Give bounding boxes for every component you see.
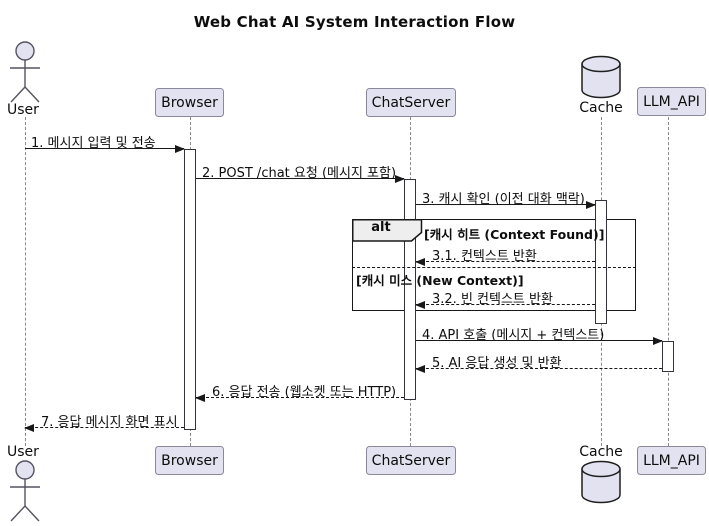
message-3-arrow [416, 201, 596, 209]
alt-pentagon-icon [352, 219, 423, 242]
participant-llm-api-top: LLM_API [637, 87, 706, 116]
participant-browser-top: Browser [155, 88, 224, 117]
alt-keyword: alt [371, 220, 391, 235]
message-5-label: 5. AI 응답 생성 및 반환 [432, 356, 562, 371]
participant-browser-label: Browser [161, 452, 218, 469]
cache-database-icon [581, 460, 621, 504]
message-1-label: 1. 메시지 입력 및 전송 [31, 136, 156, 151]
participant-chatserver-label: ChatServer [371, 94, 451, 111]
message-6-arrow [195, 394, 404, 402]
alt-fragment-divider [352, 267, 636, 268]
user-actor-icon [10, 460, 40, 522]
message-7-label: 7. 응답 메시지 화면 표시 [41, 415, 178, 430]
message-1-arrow [25, 145, 185, 153]
message-2-arrow [196, 175, 405, 183]
participant-chatserver-top: ChatServer [366, 88, 456, 117]
participant-cache-bottom: Cache [579, 444, 623, 460]
participant-user-top: User [7, 102, 39, 118]
message-4-label: 4. API 호출 (메시지 + 컨텍스트) [422, 328, 605, 343]
participant-browser-label: Browser [161, 94, 218, 111]
message-3-2-label: 3.2. 빈 컨텍스트 반환 [432, 292, 553, 307]
alt-fragment-tag: alt [352, 219, 423, 242]
message-7-arrow [24, 424, 184, 432]
participant-llm-api-label: LLM_API [643, 93, 700, 110]
message-3-1-arrow [415, 258, 595, 266]
participant-llm-api-bottom: LLM_API [637, 446, 706, 475]
participant-chatserver-label: ChatServer [371, 452, 451, 469]
message-3-1-label: 3.1. 컨텍스트 반환 [432, 249, 537, 264]
lifeline-user [24, 117, 26, 446]
participant-user-bottom: User [7, 444, 39, 460]
message-3-label: 3. 캐시 확인 (이전 대화 맥락) [422, 192, 585, 207]
alt-fragment-frame [352, 219, 636, 311]
alt-guard-cache-hit: [캐시 히트 (Context Found)] [424, 227, 605, 242]
message-6-label: 6. 응답 전송 (웹소켓 또는 HTTP) [212, 385, 397, 400]
lifeline-llm-api [667, 117, 669, 446]
alt-guard-cache-miss: [캐시 미스 (New Context)] [356, 273, 524, 288]
message-4-arrow [416, 337, 663, 345]
activation-cache [595, 200, 607, 324]
activation-browser [184, 149, 196, 430]
participant-browser-bottom: Browser [155, 446, 224, 475]
participant-llm-api-label: LLM_API [643, 452, 700, 469]
diagram-title: Web Chat AI System Interaction Flow [193, 13, 516, 31]
participant-chatserver-bottom: ChatServer [366, 446, 456, 475]
activation-llm-api [662, 341, 674, 372]
cache-database-icon [581, 55, 621, 99]
participant-cache-top: Cache [579, 100, 623, 116]
message-5-arrow [415, 365, 662, 373]
user-actor-icon [10, 41, 40, 103]
message-3-2-arrow [415, 301, 595, 309]
message-2-label: 2. POST /chat 요청 (메시지 포함) [202, 166, 397, 181]
